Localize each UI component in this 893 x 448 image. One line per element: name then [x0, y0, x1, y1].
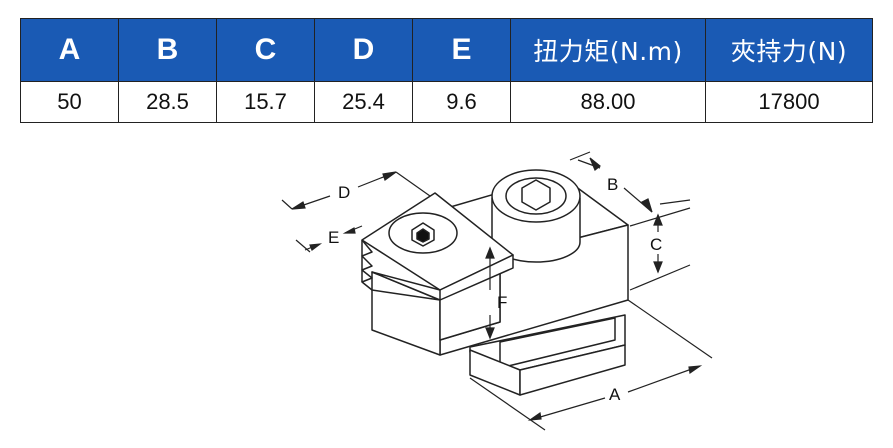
table-row: 50 28.5 15.7 25.4 9.6 88.00 17800 [20, 81, 873, 123]
cell-clamping-force: 17800 [705, 81, 873, 123]
rear-bolt-hex-socket [521, 179, 551, 211]
cell-a: 50 [20, 81, 119, 123]
header-clamping-force: 夾持力(N) [705, 18, 873, 82]
table-header-row: A B C D E 扭力矩(N.m) 夾持力(N) [20, 18, 873, 82]
header-torque: 扭力矩(N.m) [510, 18, 706, 82]
cell-e: 9.6 [412, 81, 511, 123]
t-slot-foot-face [519, 344, 626, 396]
spec-table: A B C D E 扭力矩(N.m) 夾持力(N) 50 28.5 15.7 2… [20, 18, 873, 123]
dimension-label-e: E [328, 228, 339, 247]
t-slot-base-side [499, 317, 616, 369]
cell-torque: 88.00 [510, 81, 706, 123]
header-d: D [314, 18, 413, 82]
cell-b: 28.5 [118, 81, 217, 123]
header-a: A [20, 18, 119, 82]
jaw-front [439, 254, 514, 301]
dimension-label-a: A [609, 385, 621, 404]
dimension-label-b: B [607, 175, 618, 194]
dimension-label-f: F [497, 293, 507, 312]
cell-d: 25.4 [314, 81, 413, 123]
header-e: E [412, 18, 511, 82]
dimension-label-c: C [650, 235, 662, 254]
dimension-label-d: D [338, 183, 350, 202]
cell-c: 15.7 [216, 81, 315, 123]
